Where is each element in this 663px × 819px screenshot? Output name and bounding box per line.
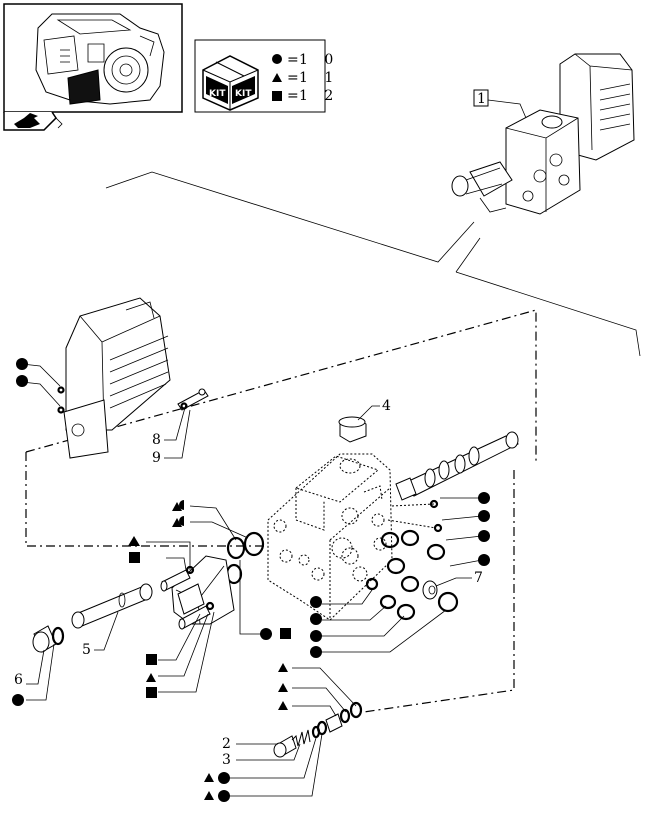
kit-square-icon <box>146 654 157 665</box>
legend-square-value: 1 2 <box>299 88 339 104</box>
kit-circle-icon <box>310 646 322 658</box>
kit-square-icon <box>272 91 282 101</box>
part-label-4: 4 <box>382 398 391 414</box>
kit-half-circle-icon <box>179 516 184 526</box>
kit-circle-icon <box>310 630 322 642</box>
kit-triangle-icon <box>172 502 182 511</box>
part-label-7: 7 <box>474 570 483 586</box>
legend-equals-3: = <box>287 88 299 104</box>
valve-body <box>267 453 393 621</box>
kit-legend: KIT KIT = 1 0 = 1 1 = 1 2 <box>194 39 339 113</box>
kit-triangle-icon <box>204 791 214 800</box>
spring-part-3 <box>291 729 311 747</box>
kit-circle-icon <box>478 510 490 522</box>
kit-circle-icon <box>478 492 490 504</box>
spool <box>395 431 519 501</box>
legend-equals-1: = <box>287 52 299 68</box>
kit-circle-icon <box>16 375 28 387</box>
kit-half-circle-icon <box>179 500 184 510</box>
transmission-thumbnail-image <box>35 13 165 105</box>
kit-square-icon <box>280 628 291 639</box>
plunger-part-2 <box>273 735 297 758</box>
kit-circle-icon <box>310 613 322 625</box>
plug-part-4 <box>338 416 367 443</box>
part-label-8: 8 <box>152 432 161 448</box>
legend-equals-2: = <box>287 70 299 86</box>
part-label-9: 9 <box>152 450 161 466</box>
kit-circle-icon <box>218 772 230 784</box>
part-label-2: 2 <box>222 736 231 752</box>
kit-square-icon <box>146 687 157 698</box>
kit-label-left: KIT <box>209 89 226 99</box>
kit-triangle-icon <box>278 663 288 672</box>
housing-block <box>63 297 171 459</box>
kit-square-icon <box>129 552 140 563</box>
kit-triangle-icon <box>278 701 288 710</box>
plug-part-7 <box>422 580 438 600</box>
kit-circle-icon <box>310 596 322 608</box>
kit-circle-icon <box>478 554 490 566</box>
part-label-5: 5 <box>82 642 91 658</box>
kit-circle-icon <box>218 790 230 802</box>
kit-circle-icon <box>12 694 24 706</box>
flange-cover <box>171 555 235 625</box>
kit-triangle-icon <box>278 683 288 692</box>
reference-callout-label: 1 <box>477 91 486 107</box>
navigation-arrow-icon[interactable] <box>14 113 40 128</box>
part-label-6: 6 <box>14 672 23 688</box>
kit-circle-icon <box>16 358 28 370</box>
kit-triangle-icon <box>172 518 182 527</box>
kit-triangle-icon <box>204 773 214 782</box>
kit-label-right: KIT <box>235 89 252 99</box>
kit-circle-icon <box>272 54 282 64</box>
kit-box-icon: KIT KIT <box>202 55 259 111</box>
legend-triangle-value: 1 1 <box>299 70 339 86</box>
kit-circle-icon <box>260 628 272 640</box>
reference-callout-box <box>473 89 489 107</box>
kit-circle-icon <box>478 530 490 542</box>
legend-circle-value: 1 0 <box>299 52 339 68</box>
piston-part-5 <box>71 583 153 629</box>
kit-triangle-icon <box>128 536 140 546</box>
assembled-valve-illustration <box>451 53 635 215</box>
overview-thumbnail[interactable] <box>3 3 183 131</box>
kit-triangle-icon <box>272 73 282 82</box>
part-label-3: 3 <box>222 752 231 768</box>
kit-triangle-icon <box>146 673 156 682</box>
